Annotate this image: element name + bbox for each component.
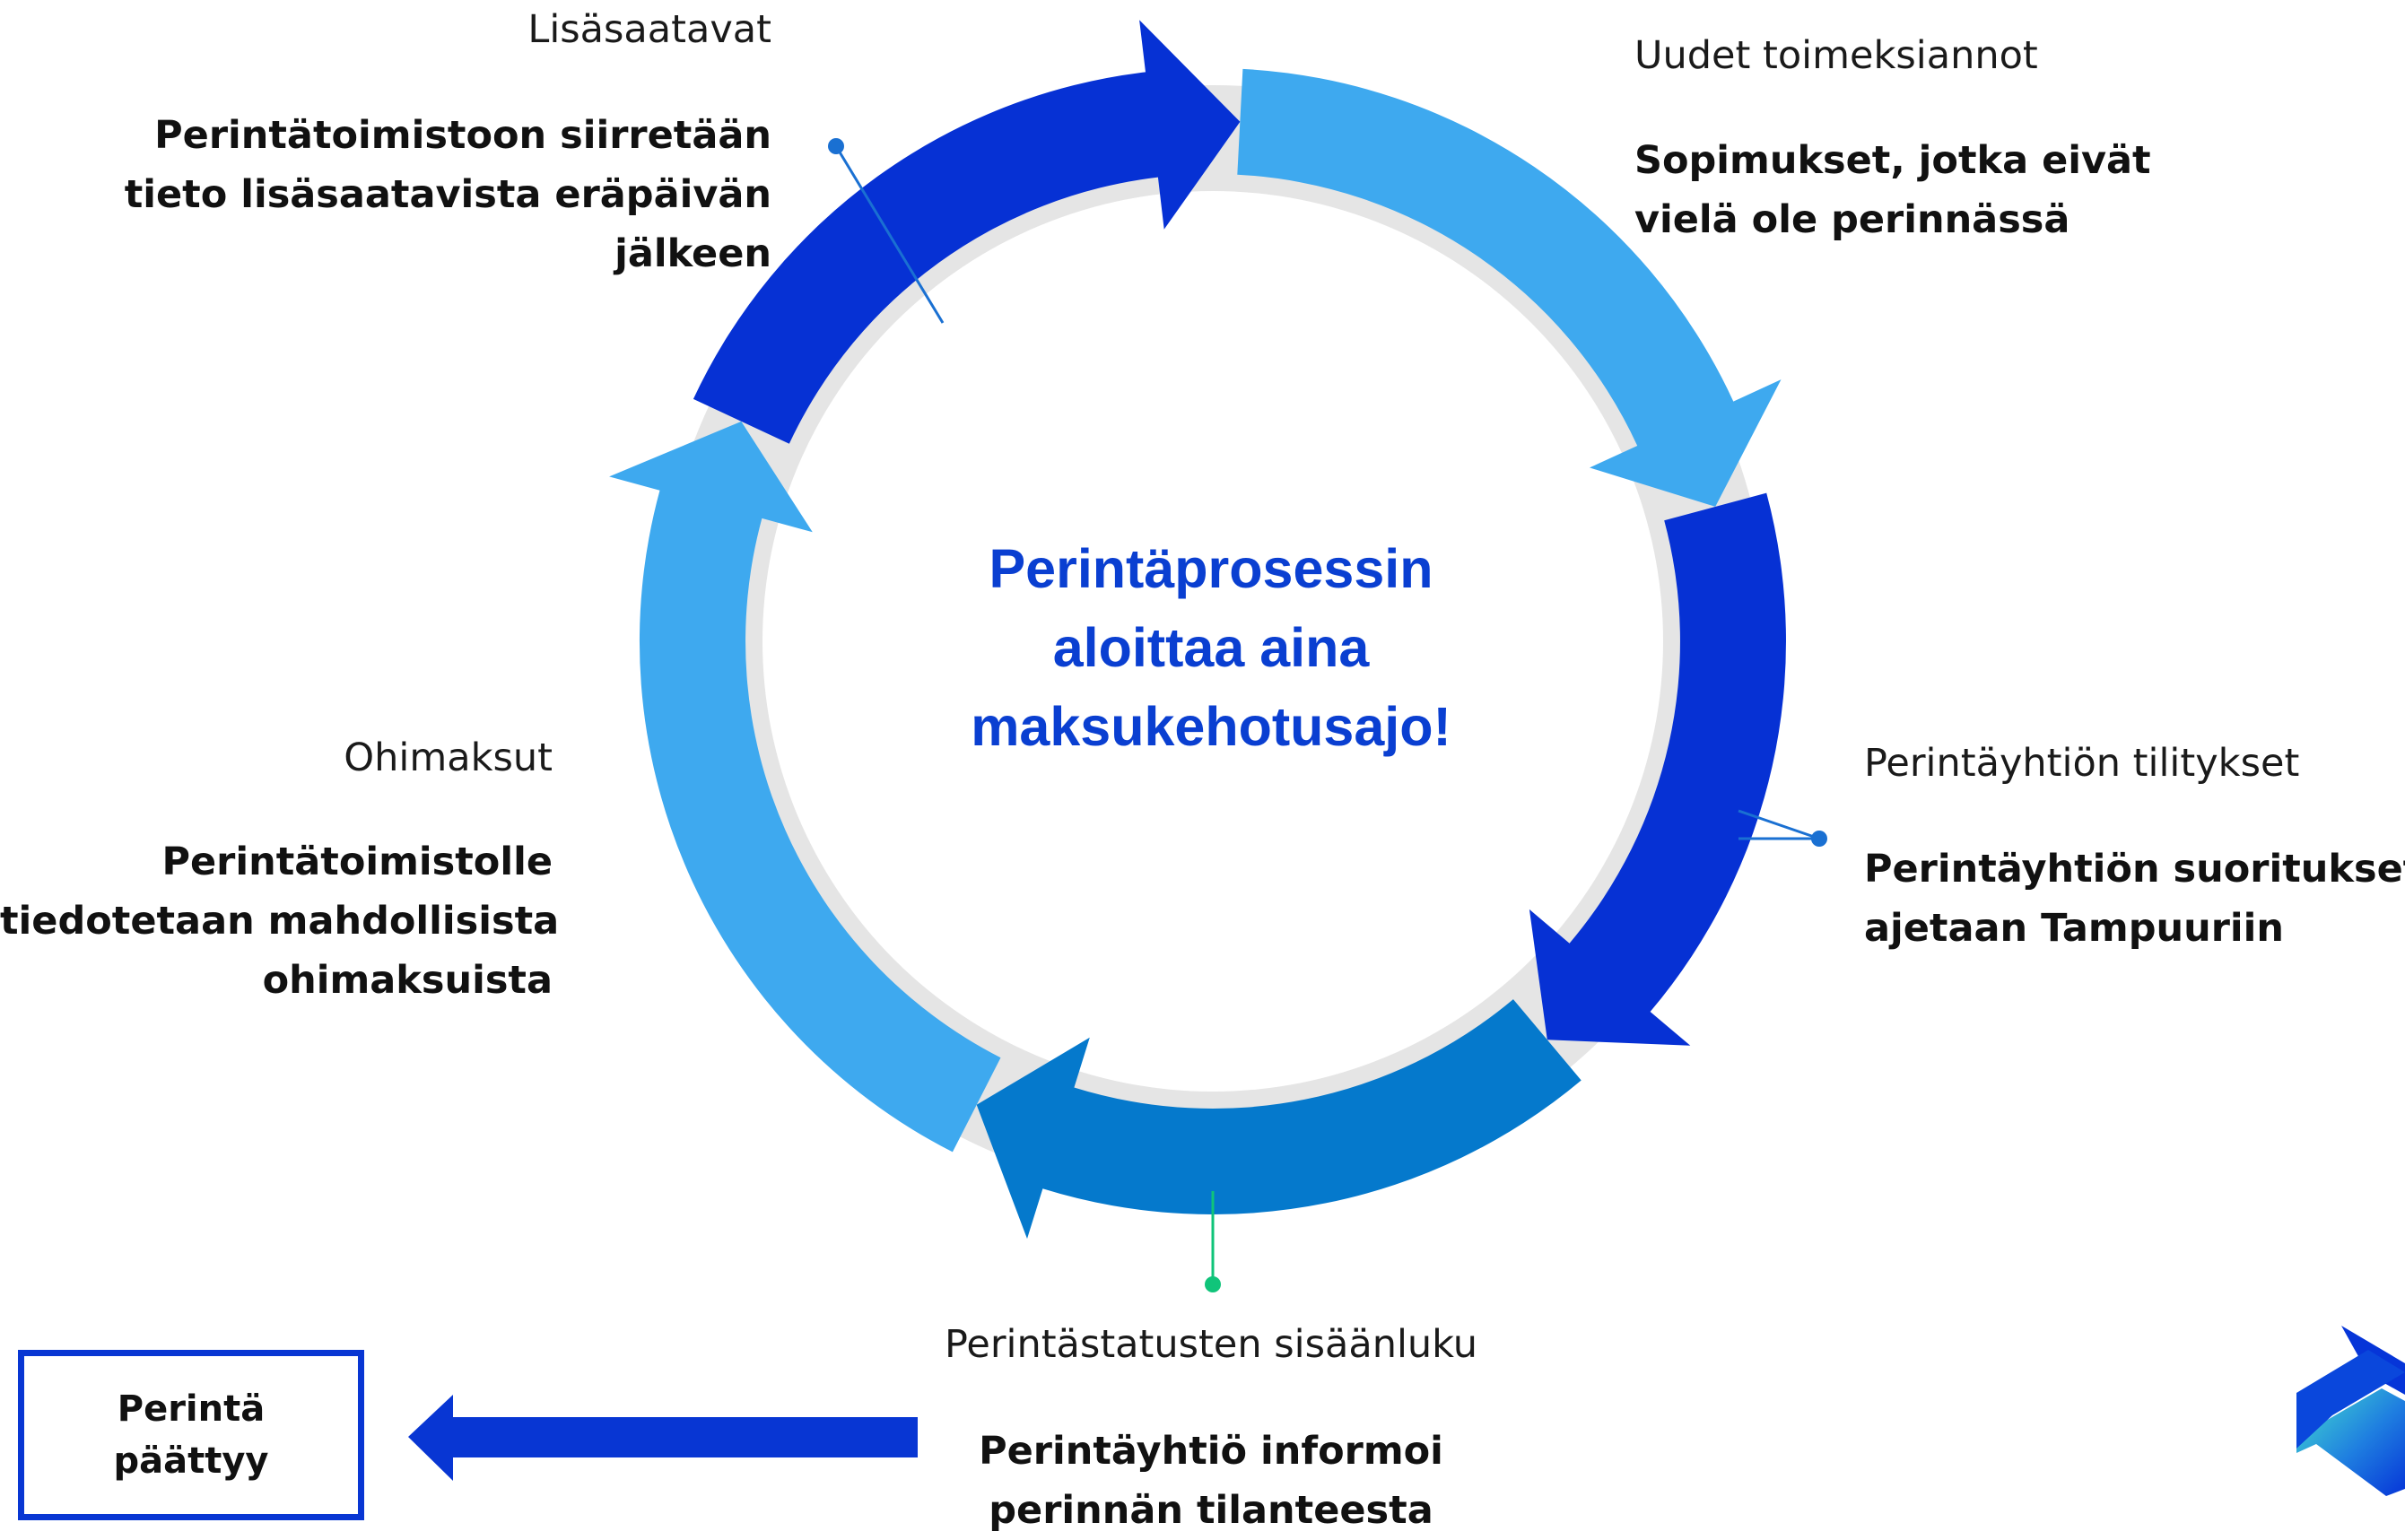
arrow-left-icon [408,1395,918,1481]
step-title-ohimaksut: Ohimaksut [344,735,553,780]
leader-line-lisasaatavat [834,145,945,324]
step-desc-lisasaatavat: Perintätoimistoon siirretään tieto lisäs… [72,106,771,283]
desc-line: Perintäyhtiö informoi [979,1429,1443,1474]
arrow-statukset [976,999,1582,1240]
leader-dot-tilitykset [1811,831,1827,847]
leader-dot-statukset [1205,1276,1221,1292]
end-box-line: päättyy [113,1440,269,1482]
desc-line: ohimaksuista [262,958,553,1003]
desc-line: tiedotetaan mahdollisista [0,899,560,944]
logo-icon [2296,1326,2405,1496]
step-title-uudet: Uudet toimeksiannot [1634,33,2038,78]
desc-line: Sopimukset, jotka eivät [1634,138,2151,183]
step-title-lisasaatavat: Lisäsaatavat [527,7,771,52]
inner-circle [762,191,1663,1092]
arrow-ohimaksut [609,421,1001,1153]
desc-line: tieto lisäsaatavista eräpäivän [124,172,771,217]
center-text-line: aloittaa aina [1052,617,1370,678]
center-text-line: Perintäprosessin [989,538,1433,599]
desc-line: perinnän tilanteesta [989,1488,1433,1533]
arrow-lisasaatavat [693,20,1241,444]
arrow-tilitykset [1529,492,1786,1046]
step-desc-tilitykset: Perintäyhtiön suoritukset ajetaan Tampuu… [1864,840,2405,958]
leader-dot-lisasaatavat [828,138,844,154]
end-box: Perintä päättyy [18,1350,364,1520]
desc-line: Perintätoimistoon siirretään [154,113,771,158]
leader-line-tilitykset-diag [1738,809,1820,840]
cycle-arrows [609,20,1786,1240]
desc-line: Perintätoimistolle [161,840,553,884]
step-desc-ohimaksut: Perintätoimistolle tiedotetaan mahdollis… [0,832,560,1010]
arrow-uudet [1237,68,1782,507]
step-desc-uudet: Sopimukset, jotka eivät vielä ole perinn… [1634,131,2151,249]
center-text-line: maksukehotusajo! [971,696,1451,757]
desc-line: vielä ole perinnässä [1634,197,2070,242]
desc-line: Perintäyhtiön suoritukset [1864,847,2405,892]
end-box-line: Perintä [117,1388,266,1430]
step-desc-statukset: Perintäyhtiö informoi perinnän tilantees… [897,1422,1525,1540]
step-title-statukset: Perintästatusten sisäänluku [944,1322,1478,1367]
desc-line: ajetaan Tampuuriin [1864,906,2285,951]
desc-line: jälkeen [614,231,771,276]
step-title-tilitykset: Perintäyhtiön tilitykset [1864,741,2300,786]
center-text: Perintäprosessin aloittaa aina maksukeho… [924,529,1498,766]
